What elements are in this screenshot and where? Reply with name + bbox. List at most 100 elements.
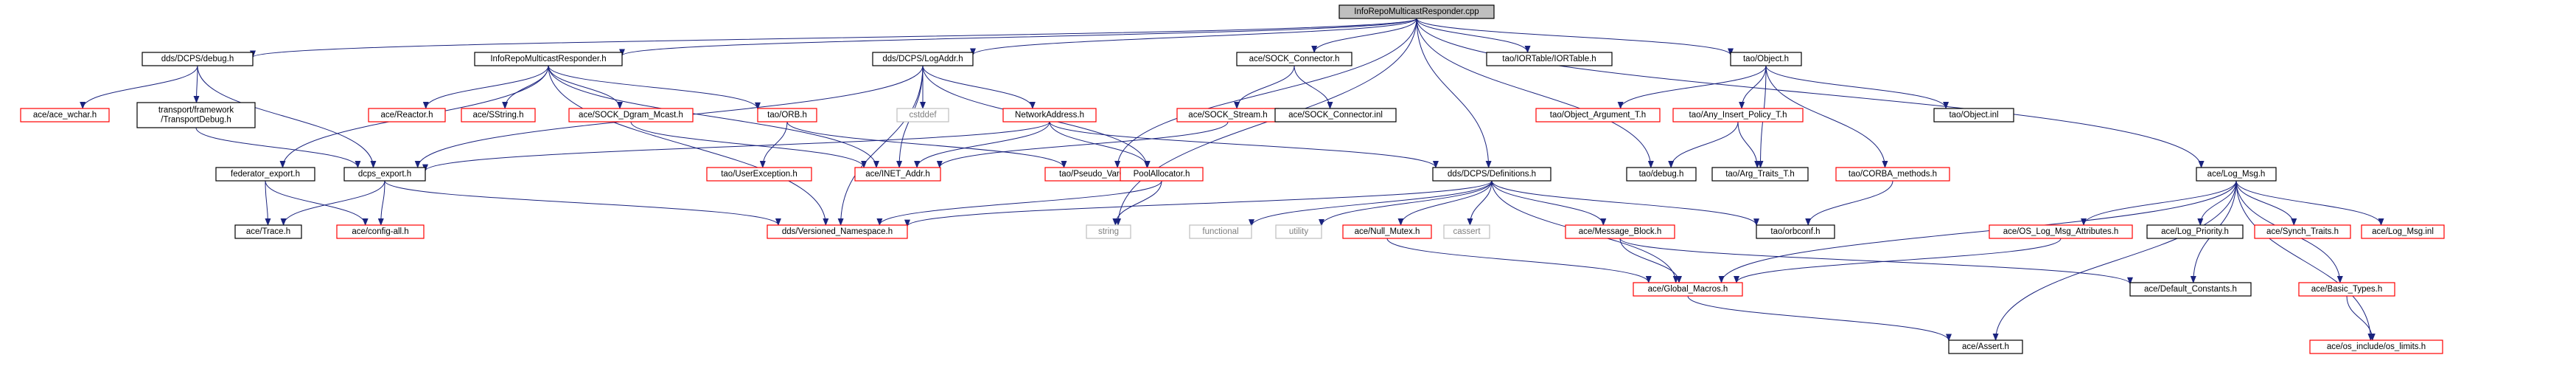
edge-logmsg_h-to-ace_assert <box>1992 180 2237 341</box>
node-box <box>1274 108 1397 123</box>
node-box <box>1933 108 2014 123</box>
node-tao-userexception-h[interactable]: tao/UserException.h <box>706 167 812 182</box>
edge-irmr_h-to-sstring <box>502 65 549 109</box>
node-ace-ace-wchar-h[interactable]: ace/ace_wchar.h <box>20 108 110 123</box>
node-ace-log-msg-inl[interactable]: ace/Log_Msg.inl <box>2361 224 2445 239</box>
node-functional[interactable]: functional <box>1189 224 1252 239</box>
node-tao-object-argument-t-h[interactable]: tao/Object_Argument_T.h <box>1535 108 1661 123</box>
node-box <box>1989 224 2133 239</box>
node-label: string <box>1098 227 1119 236</box>
node-box <box>368 108 446 123</box>
node-ace-basic-types-h[interactable]: ace/Basic_Types.h <box>2298 282 2395 297</box>
node-ace-trace-h[interactable]: ace/Trace.h <box>234 224 302 239</box>
node-dds-versioned-namespace-h[interactable]: dds/Versioned_Namespace.h <box>767 224 908 239</box>
node-tao-iortable-iortable-h[interactable]: tao/IORTable/IORTable.h <box>1486 52 1613 66</box>
edge-root-to-logmsg_h <box>1416 18 2205 168</box>
node-ace-default-constants-h[interactable]: ace/Default_Constants.h <box>2129 282 2252 297</box>
node-string[interactable]: string <box>1086 224 1131 239</box>
node-box <box>1835 167 1950 182</box>
node-ace-sstring-h[interactable]: ace/SString.h <box>461 108 536 123</box>
edge-sock_stream-to-inet_addr <box>936 121 1229 168</box>
node-ace-sock-connector-inl[interactable]: ace/SOCK_Connector.inl <box>1274 108 1397 123</box>
node-dds-dcps-definitions-h[interactable]: dds/DCPS/Definitions.h <box>1432 167 1551 182</box>
node-ace-log-priority-h[interactable]: ace/Log_Priority.h <box>2146 224 2244 239</box>
node-poolallocator-h[interactable]: PoolAllocator.h <box>1120 167 1204 182</box>
node-box <box>1948 339 2023 354</box>
edge-object_h-to-any_insert <box>1739 65 1767 109</box>
node-ace-synch-traits-h[interactable]: ace/Synch_Traits.h <box>2254 224 2351 239</box>
node-dds-dcps-debug-h[interactable]: dds/DCPS/debug.h <box>142 52 254 66</box>
edge-root-to-logaddr_h <box>970 18 1417 56</box>
node-ace-log-msg-h[interactable]: ace/Log_Msg.h <box>2196 167 2277 182</box>
node-ace-reactor-h[interactable]: ace/Reactor.h <box>368 108 446 123</box>
node-tao-orbconf-h[interactable]: tao/orbconf.h <box>1756 224 1835 239</box>
node-ace-inet-addr-h[interactable]: ace/INET_Addr.h <box>854 167 941 182</box>
node-cassert[interactable]: cassert <box>1443 224 1490 239</box>
node-box <box>1672 108 1804 123</box>
node-box <box>2309 339 2443 354</box>
node-utility[interactable]: utility <box>1275 224 1322 239</box>
node-ace-sock-stream-h[interactable]: ace/SOCK_Stream.h <box>1176 108 1280 123</box>
node-dds-dcps-logaddr-h[interactable]: dds/DCPS/LogAddr.h <box>872 52 974 66</box>
node-tao-any-insert-policy-t-h[interactable]: tao/Any_Insert_Policy_T.h <box>1672 108 1804 123</box>
node-networkaddress-h[interactable]: NetworkAddress.h <box>1002 108 1097 123</box>
edge-root-to-irmr_h <box>619 18 1417 57</box>
edge-definitions-to-utility <box>1319 180 1493 227</box>
node-box <box>854 167 941 182</box>
node-tao-object-inl[interactable]: tao/Object.inl <box>1933 108 2014 123</box>
node-ace-os-include-os-limits-h[interactable]: ace/os_include/os_limits.h <box>2309 339 2443 354</box>
node-ace-assert-h[interactable]: ace/Assert.h <box>1948 339 2023 354</box>
node-transport-framework-transportdebug-h[interactable]: transport/framework/TransportDebug.h <box>136 102 256 128</box>
node-label: cassert <box>1453 227 1481 236</box>
node-ace-global-macros-h[interactable]: ace/Global_Macros.h <box>1633 282 1743 297</box>
node-box <box>343 167 426 182</box>
node-box <box>1120 167 1204 182</box>
node-label: tao/debug.h <box>1639 170 1684 179</box>
node-federator-export-h[interactable]: federator_export.h <box>215 167 315 182</box>
node-label: tao/orbconf.h <box>1770 227 1820 236</box>
node-ace-config-all-h[interactable]: ace/config-all.h <box>336 224 425 239</box>
node-tao-orb-h[interactable]: tao/ORB.h <box>757 108 817 123</box>
node-tao-arg-traits-t-h[interactable]: tao/Arg_Traits_T.h <box>1711 167 1809 182</box>
dependency-nodes: InfoRepoMulticastResponder.cpp dds/DCPS/d… <box>20 4 2445 354</box>
node-label: ace/Log_Msg.inl <box>2372 227 2434 236</box>
edge-definitions-to-msg_block <box>1491 180 1607 226</box>
dependency-edges <box>80 18 2384 342</box>
edge-pool_alloc-to-string <box>1112 180 1162 226</box>
node-inforepomulticastresponder-cpp[interactable]: InfoRepoMulticastResponder.cpp <box>1338 4 1495 19</box>
node-tao-object-h[interactable]: tao/Object.h <box>1730 52 1802 66</box>
node-box <box>1486 52 1613 66</box>
node-box <box>1275 224 1322 239</box>
node-box <box>1236 52 1352 66</box>
node-box <box>706 167 812 182</box>
node-ace-os-log-msg-attributes-h[interactable]: ace/OS_Log_Msg_Attributes.h <box>1989 224 2133 239</box>
node-dcps-export-h[interactable]: dcps_export.h <box>343 167 426 182</box>
node-ace-null-mutex-h[interactable]: ace/Null_Mutex.h <box>1342 224 1432 239</box>
node-label: ace/ace_wchar.h <box>33 111 97 120</box>
node-ace-message-block-h[interactable]: ace/Message_Block.h <box>1565 224 1675 239</box>
node-label: tao/CORBA_methods.h <box>1849 170 1937 179</box>
node-box <box>215 167 315 182</box>
node-inforepomulticastresponder-h[interactable]: InfoRepoMulticastResponder.h <box>474 52 623 66</box>
node-tao-corba-methods-h[interactable]: tao/CORBA_methods.h <box>1835 167 1950 182</box>
node-box <box>568 108 694 123</box>
node-box <box>461 108 536 123</box>
edge-null_mutex-to-global_macros <box>1386 238 1652 283</box>
node-box <box>757 108 817 123</box>
node-ace-sock-dgram-mcast-h[interactable]: ace/SOCK_Dgram_Mcast.h <box>568 108 694 123</box>
node-label: tao/IORTable/IORTable.h <box>1502 55 1596 63</box>
node-cstddef[interactable]: cstddef <box>896 108 949 123</box>
node-tao-debug-h[interactable]: tao/debug.h <box>1626 167 1697 182</box>
node-box <box>2254 224 2351 239</box>
edge-definitions-to-versioned_ns <box>904 180 1493 227</box>
node-box <box>142 52 254 66</box>
node-label: InfoRepoMulticastResponder.h <box>490 55 606 63</box>
edge-logmsg_h-to-os_log_msg <box>2081 180 2237 226</box>
node-label: PoolAllocator.h <box>1134 170 1190 179</box>
node-label: cstddef <box>909 111 937 120</box>
node-label: dds/DCPS/LogAddr.h <box>882 55 963 63</box>
edge-federator-to-ace_trace <box>265 180 271 226</box>
node-label: ace/Default_Constants.h <box>2144 285 2237 294</box>
node-box <box>2298 282 2395 297</box>
node-ace-sock-connector-h[interactable]: ace/SOCK_Connector.h <box>1236 52 1352 66</box>
